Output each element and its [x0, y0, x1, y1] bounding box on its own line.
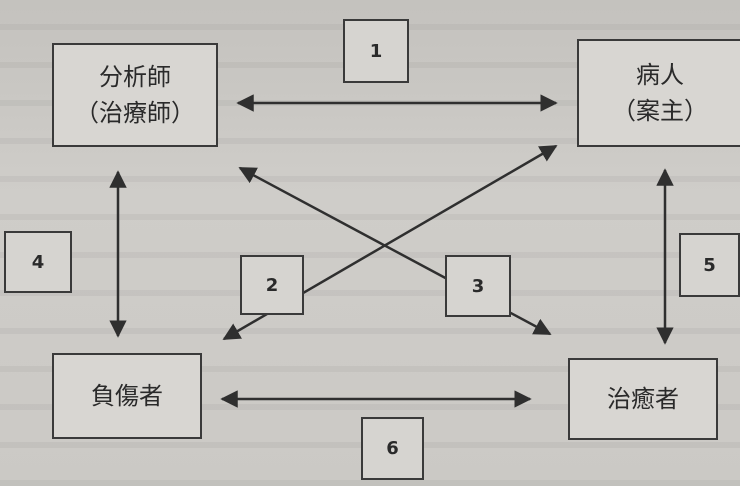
relation-label-6: 6: [361, 417, 424, 480]
node-analyst-sublabel: （治療師）: [75, 99, 195, 127]
relation-label-2: 2: [240, 255, 304, 315]
node-patient-label: 病人: [636, 61, 684, 89]
node-injured: 負傷者: [52, 353, 202, 439]
node-healer-label: 治癒者: [607, 385, 679, 413]
node-patient: 病人 （案主）: [577, 39, 740, 147]
node-healer: 治癒者: [568, 358, 718, 440]
relation-label-5: 5: [679, 233, 740, 297]
relation-label-3: 3: [445, 255, 511, 317]
relation-label-1: 1: [343, 19, 409, 83]
node-analyst: 分析師 （治療師）: [52, 43, 218, 147]
relation-label-4: 4: [4, 231, 72, 293]
node-injured-label: 負傷者: [91, 382, 163, 410]
node-analyst-label: 分析師: [99, 63, 171, 91]
node-patient-sublabel: （案主）: [612, 97, 708, 125]
